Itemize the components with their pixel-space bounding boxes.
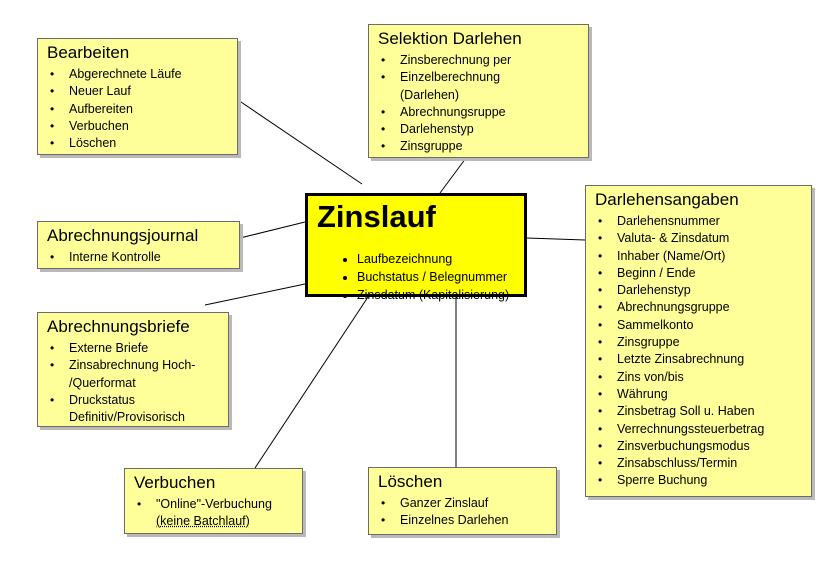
list-item: Sperre Buchung <box>595 472 803 490</box>
connector-briefe <box>204 283 306 306</box>
box-title: Selektion Darlehen <box>378 29 522 48</box>
box-list: Interne Kontrolle <box>47 249 231 267</box>
list-item: Zinsgruppe <box>595 334 803 352</box>
center-list: Laufbezeichnung Buchstatus / Belegnummer… <box>317 250 516 304</box>
connector-journal <box>239 221 306 239</box>
list-item: Zinsabschluss/Termin <box>595 455 803 473</box>
box-list: Zinsberechnung per Einzelberechnung (Dar… <box>378 52 580 156</box>
list-item: Abrechnungsruppe <box>378 104 580 122</box>
box-list: "Online"-Verbuchung (keine Batchlauf) <box>134 496 294 531</box>
list-item: Zinsabrechnung Hoch- /Querformat <box>47 357 220 392</box>
list-item: Ganzer Zinslauf <box>378 495 548 513</box>
box-loeschen: Löschen Ganzer Zinslauf Einzelnes Darleh… <box>368 467 557 535</box>
list-item: Zinsbetrag Soll u. Haben <box>595 403 803 421</box>
list-item: Löschen <box>47 135 229 153</box>
list-item: Einzelnes Darlehen <box>378 512 548 530</box>
list-item: Neuer Lauf <box>47 83 229 101</box>
center-title: Zinslauf <box>317 199 436 234</box>
box-title: Verbuchen <box>134 473 216 492</box>
connector-selektion <box>439 157 467 194</box>
list-item: Sammelkonto <box>595 317 803 335</box>
center-item: Laufbezeichnung <box>357 250 516 268</box>
list-item: Zins von/bis <box>595 369 803 387</box>
list-item: Darlehenstyp <box>378 121 580 139</box>
list-item: Abrechnungsgruppe <box>595 299 803 317</box>
box-list: Ganzer Zinslauf Einzelnes Darlehen <box>378 495 548 530</box>
connector-angaben <box>526 237 586 241</box>
center-item: Zinsdatum (Kapitalisierung) <box>357 286 516 304</box>
list-item: Zinsberechnung per <box>378 52 580 70</box>
box-abrechnungsbriefe: Abrechnungsbriefe Externe Briefe Zinsabr… <box>37 312 229 427</box>
box-verbuchen: Verbuchen "Online"-Verbuchung (keine Bat… <box>124 468 303 534</box>
list-item: Darlehensnummer <box>595 213 803 231</box>
box-darlehensangaben: Darlehensangaben Darlehensnummer Valuta-… <box>585 185 812 497</box>
list-item: Valuta- & Zinsdatum <box>595 230 803 248</box>
list-item: Druckstatus Definitiv/Provisorisch <box>47 392 220 427</box>
list-item-line: "Online"-Verbuchung <box>156 497 272 511</box>
box-list: Darlehensnummer Valuta- & Zinsdatum Inha… <box>595 213 803 490</box>
box-bearbeiten: Bearbeiten Abgerechnete Läufe Neuer Lauf… <box>37 38 238 155</box>
box-list: Abgerechnete Läufe Neuer Lauf Aufbereite… <box>47 66 229 153</box>
list-item: Zinsgruppe <box>378 138 580 156</box>
list-item: Externe Briefe <box>47 340 220 358</box>
center-box-zinslauf: Zinslauf Laufbezeichnung Buchstatus / Be… <box>305 193 527 302</box>
connector-bearbeiten <box>237 99 363 185</box>
list-item: Abgerechnete Läufe <box>47 66 229 84</box>
list-item: Verrechnungssteuerbetrag <box>595 421 803 439</box>
list-item: Letzte Zinsabrechnung <box>595 351 803 369</box>
center-item: Buchstatus / Belegnummer <box>357 268 516 286</box>
list-item: Interne Kontrolle <box>47 249 231 267</box>
list-item-line: (keine Batchlauf) <box>156 514 250 529</box>
box-selektion-darlehen: Selektion Darlehen Zinsberechnung per Ei… <box>368 24 589 158</box>
connector-verbuchen <box>254 296 369 469</box>
box-abrechnungsjournal: Abrechnungsjournal Interne Kontrolle <box>37 221 240 269</box>
list-item: Aufbereiten <box>47 101 229 119</box>
list-item: Verbuchen <box>47 118 229 136</box>
box-title: Abrechnungsjournal <box>47 226 199 245</box>
box-title: Darlehensangaben <box>595 190 739 209</box>
list-item: Inhaber (Name/Ort) <box>595 248 803 266</box>
list-item: Darlehenstyp <box>595 282 803 300</box>
list-item: Währung <box>595 386 803 404</box>
list-item: Einzelberechnung (Darlehen) <box>378 69 520 104</box>
list-item: Zinsverbuchungsmodus <box>595 438 803 456</box>
list-item: Beginn / Ende <box>595 265 803 283</box>
box-list: Externe Briefe Zinsabrechnung Hoch- /Que… <box>47 340 220 426</box>
box-title: Löschen <box>378 472 443 491</box>
box-title: Bearbeiten <box>47 43 130 62</box>
list-item: "Online"-Verbuchung (keine Batchlauf) <box>134 496 294 531</box>
box-title: Abrechnungsbriefe <box>47 317 190 336</box>
